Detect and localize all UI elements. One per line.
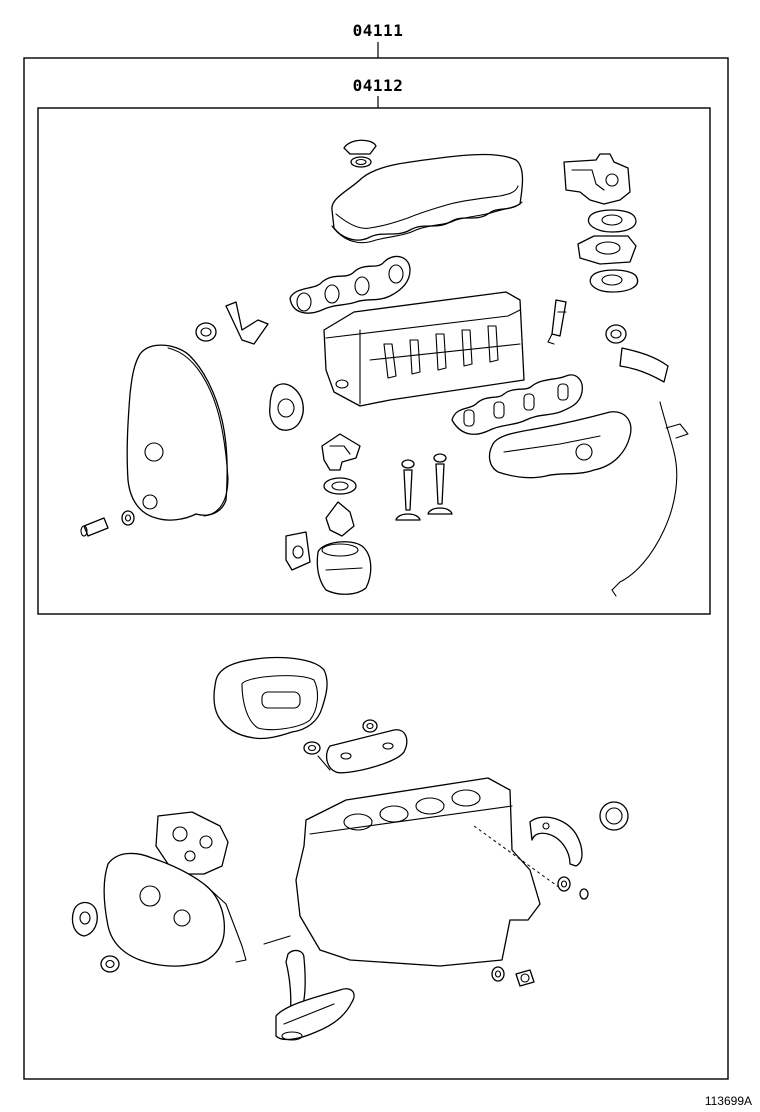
bolt-washer: [121, 510, 135, 526]
oil-strainer: [275, 988, 355, 1041]
outer-kit-frame: [23, 57, 729, 1080]
rear-oil-seal: [599, 801, 629, 831]
rear-plate-gasket: [213, 656, 328, 740]
camshaft-oil-seal: [195, 322, 217, 342]
drain-washer: [579, 888, 589, 900]
timing-gear-case-gasket: [155, 811, 229, 875]
figure-id: 113699A: [705, 1094, 752, 1108]
cover-bolt: [80, 517, 109, 537]
housing-gasket: [285, 531, 311, 571]
cylinder-block: [295, 777, 561, 967]
oil-dipstick: [611, 401, 689, 597]
thermostat-gasket: [589, 269, 639, 293]
exhaust-manifold: [488, 411, 632, 479]
oil-filler-cap: [343, 139, 377, 168]
cylinder-head-cover: [331, 153, 524, 244]
head-bracket: [225, 301, 269, 345]
timing-gear-case: [103, 852, 247, 967]
cylinder-head: [323, 291, 525, 407]
water-pump-gasket-lower: [71, 901, 98, 937]
thermostat-housing-lower: [316, 541, 372, 595]
front-crank-seal: [100, 955, 120, 973]
outlet-gasket: [587, 209, 637, 233]
oil-pan-drain-plug: [515, 969, 535, 987]
thermostat: [577, 235, 637, 265]
inner-kit-label: 04112: [353, 76, 404, 95]
valve-1: [395, 459, 421, 521]
timing-belt-cover: [126, 344, 229, 521]
oil-cooler-o-ring-2: [303, 741, 321, 755]
water-outlet-housing: [563, 153, 631, 205]
intake-manifold-gasket: [451, 374, 583, 435]
water-pump-gasket: [269, 383, 304, 431]
inner-kit-frame: [37, 107, 711, 615]
oil-cooler: [325, 729, 408, 774]
oil-cooler-o-ring-1: [362, 719, 378, 733]
outer-kit-label: 04111: [353, 21, 404, 40]
inner-kit-parts: [80, 139, 689, 597]
outer-kit-parts: [71, 656, 629, 1041]
oil-cooler-pin: [317, 755, 331, 771]
injector: [547, 299, 567, 345]
inlet-gasket: [323, 477, 357, 495]
valve-2: [427, 453, 453, 515]
manifold-gasket-upper: [289, 255, 411, 314]
oil-strainer-tube: [263, 935, 306, 1017]
oil-pan-washer: [491, 966, 505, 982]
water-hose: [605, 324, 669, 383]
thermostat-cover: [325, 501, 355, 537]
rear-oil-seal-retainer: [529, 816, 583, 867]
water-inlet: [321, 433, 361, 471]
block-drain-plug: [557, 876, 571, 892]
